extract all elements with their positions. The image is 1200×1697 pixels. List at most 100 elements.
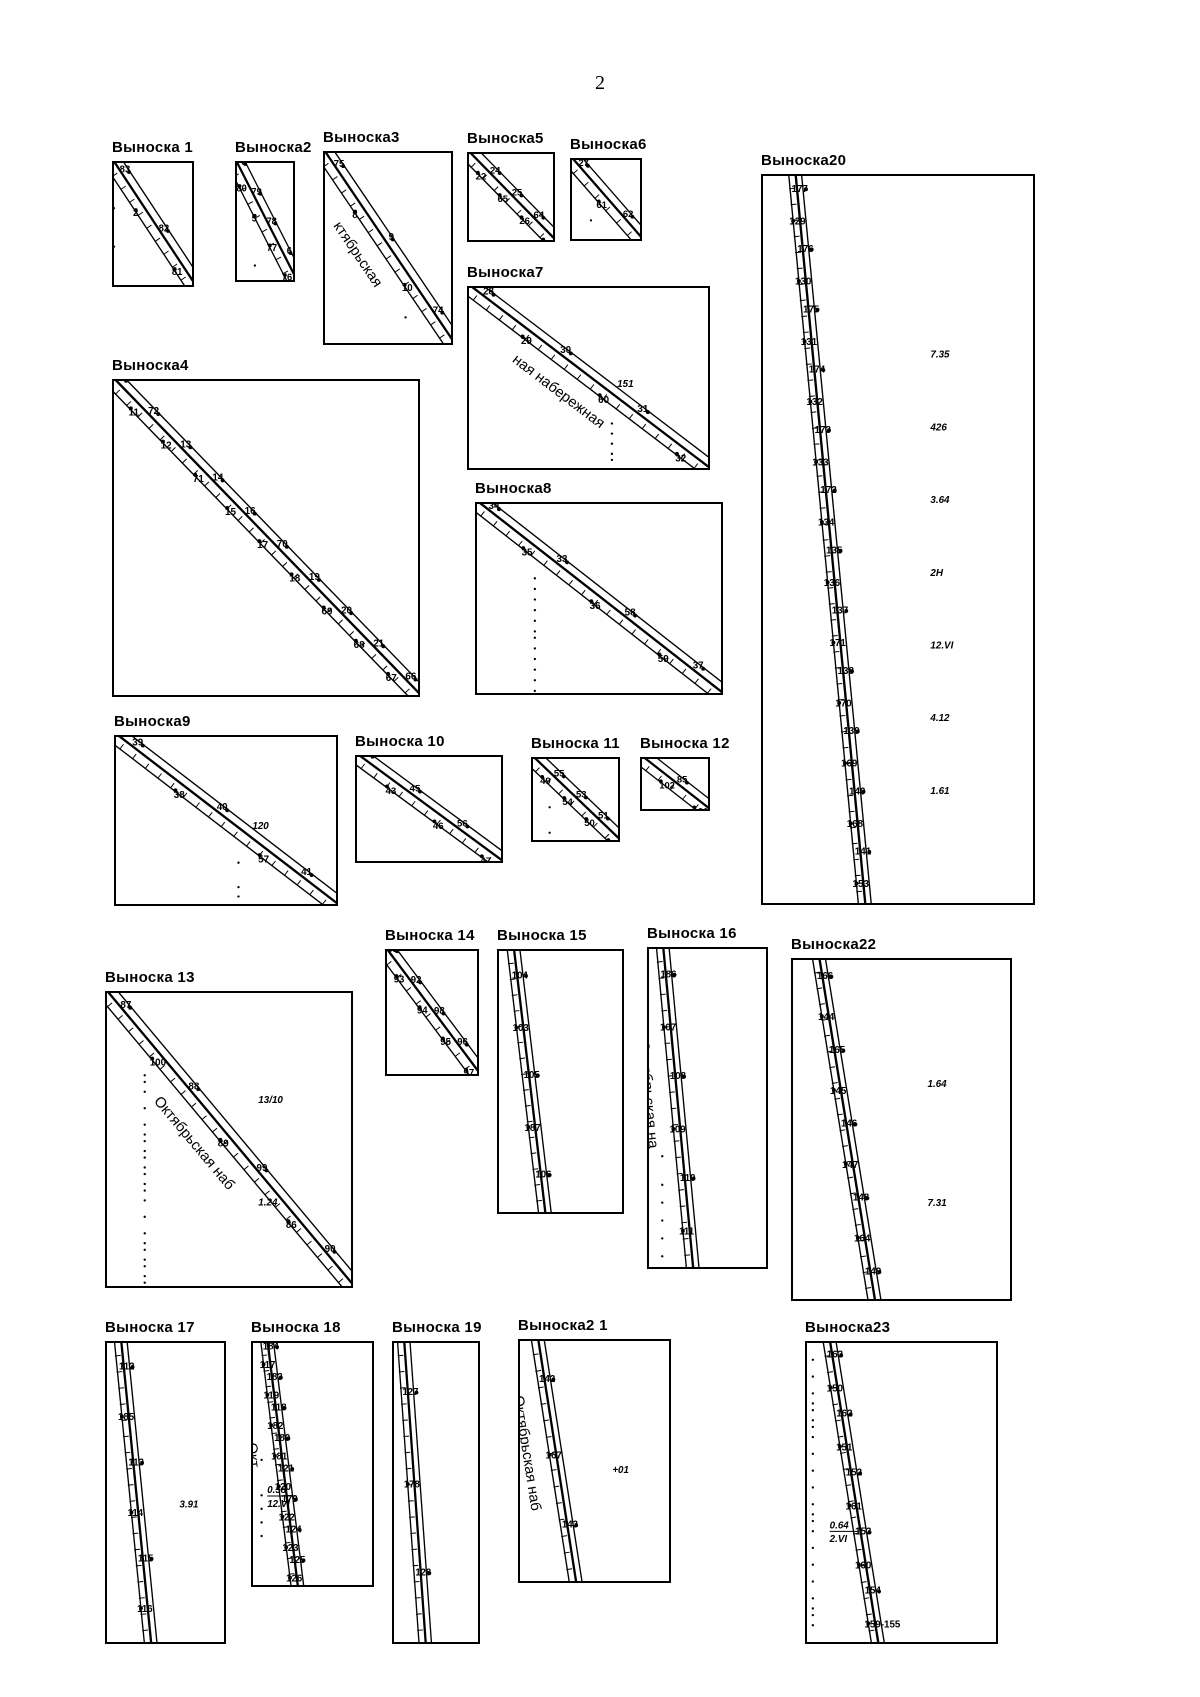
boundary-point-marker bbox=[349, 611, 354, 616]
boundary-point-marker bbox=[267, 243, 272, 248]
road-hatch-tick bbox=[513, 1010, 520, 1012]
callout-11: Выноска 114849555453505152 bbox=[531, 735, 620, 842]
point-label: 119 bbox=[264, 1390, 280, 1401]
road-edge-line bbox=[479, 504, 721, 693]
road-hatch-tick bbox=[317, 1253, 323, 1258]
point-label: 71 bbox=[193, 474, 204, 485]
boundary-point-marker bbox=[877, 1270, 882, 1274]
point-label: 27 bbox=[578, 160, 589, 169]
point-label: 130 bbox=[795, 277, 812, 288]
road-hatch-tick bbox=[149, 1052, 155, 1058]
map-dot bbox=[811, 1529, 815, 1533]
point-label: 125 bbox=[289, 1555, 306, 1566]
boundary-point-marker bbox=[119, 1414, 124, 1419]
road-hatch-tick bbox=[119, 1403, 126, 1405]
road-hatch-tick bbox=[824, 555, 831, 557]
road-hatch-tick bbox=[282, 270, 289, 275]
point-label: 19 bbox=[309, 572, 320, 583]
road-hatch-tick bbox=[532, 1353, 539, 1356]
boundary-point-marker bbox=[848, 821, 853, 826]
point-label: 60 bbox=[598, 395, 609, 406]
boundary-point-marker bbox=[589, 599, 594, 604]
boundary-point-marker bbox=[418, 980, 423, 985]
boundary-point-marker bbox=[861, 789, 866, 794]
map-annotation: 151 bbox=[617, 379, 633, 390]
boundary-point-marker bbox=[332, 1249, 337, 1254]
point-label: 111 bbox=[679, 1226, 695, 1237]
map-dot bbox=[811, 1435, 815, 1439]
point-label: 159-155 bbox=[864, 1619, 900, 1630]
road-hatch-tick bbox=[327, 1265, 333, 1271]
point-label: 20 bbox=[341, 605, 352, 616]
callout-title: Выноска8 bbox=[475, 480, 552, 497]
road-hatch-tick bbox=[148, 424, 154, 429]
point-label: 180 bbox=[274, 1433, 291, 1444]
road-hatch-tick bbox=[853, 858, 860, 861]
map-dot bbox=[533, 577, 537, 580]
road-edge-line bbox=[397, 951, 477, 1058]
road-hatch-tick bbox=[129, 1500, 136, 1502]
road-hatch-tick bbox=[373, 773, 378, 779]
road-hatch-tick bbox=[789, 187, 796, 190]
boundary-point-marker bbox=[290, 1467, 295, 1471]
road-edge-line bbox=[245, 163, 293, 258]
road-hatch-tick bbox=[135, 1564, 142, 1567]
map-dot bbox=[143, 1107, 146, 1110]
boundary-point-marker bbox=[814, 459, 819, 464]
road-edge-line bbox=[403, 1343, 427, 1642]
boundary-point-marker bbox=[828, 1385, 833, 1390]
road-hatch-tick bbox=[505, 530, 511, 537]
road-hatch-tick bbox=[134, 1548, 140, 1551]
callout-title: Выноска3 bbox=[323, 129, 400, 146]
point-label: 168 bbox=[847, 819, 864, 830]
boundary-point-marker bbox=[865, 1196, 870, 1201]
point-label: 150 bbox=[827, 1383, 844, 1394]
callout-12: Выноска 128410285101 bbox=[640, 735, 729, 811]
street-name: Октябрьская bbox=[394, 1435, 396, 1524]
road-hatch-tick bbox=[322, 899, 327, 904]
point-label: 146 bbox=[841, 1119, 858, 1130]
road-edge-line bbox=[409, 1343, 433, 1642]
boundary-point-marker bbox=[140, 1460, 144, 1465]
point-label: 165 bbox=[829, 1045, 846, 1056]
point-label: 121 bbox=[278, 1463, 295, 1474]
boundary-point-marker bbox=[844, 608, 849, 613]
road-edge-line bbox=[537, 1341, 578, 1581]
callout-map-frame: 2322246525266463 bbox=[467, 152, 555, 242]
boundary-point-marker bbox=[395, 951, 399, 954]
road-hatch-tick bbox=[593, 822, 598, 828]
point-label: 59 bbox=[658, 654, 669, 665]
map-dot bbox=[143, 1199, 146, 1202]
boundary-point-marker bbox=[165, 228, 170, 233]
point-label: 49 bbox=[540, 776, 551, 787]
map-dot bbox=[811, 1419, 815, 1422]
point-label: 3 bbox=[241, 163, 246, 168]
point-label: 169 bbox=[841, 759, 858, 770]
road-hatch-tick bbox=[641, 423, 647, 429]
road-hatch-tick bbox=[811, 427, 818, 429]
road-hatch-tick bbox=[275, 256, 282, 261]
boundary-point-marker bbox=[402, 282, 407, 287]
point-label: 106 bbox=[535, 1169, 552, 1180]
road-edge-line bbox=[655, 949, 687, 1267]
road-hatch-tick bbox=[326, 607, 332, 613]
road-hatch-tick bbox=[819, 507, 826, 509]
road-hatch-tick bbox=[425, 1013, 431, 1018]
road-hatch-tick bbox=[865, 1287, 872, 1289]
callout-title: Выноска 1 bbox=[112, 139, 194, 156]
road-edge-line bbox=[126, 381, 418, 682]
callout-title: Выноска 13 bbox=[105, 969, 195, 986]
road-edge-line bbox=[794, 176, 867, 903]
road-hatch-tick bbox=[170, 447, 176, 452]
boundary-point-marker bbox=[565, 560, 569, 565]
fraction-denominator: 12.VI bbox=[267, 1499, 290, 1510]
road-hatch-tick bbox=[275, 1203, 281, 1208]
point-label: 163 bbox=[827, 1350, 844, 1361]
road-hatch-tick bbox=[526, 1120, 533, 1123]
map-dot bbox=[610, 452, 614, 456]
road-hatch-tick bbox=[839, 1451, 846, 1454]
